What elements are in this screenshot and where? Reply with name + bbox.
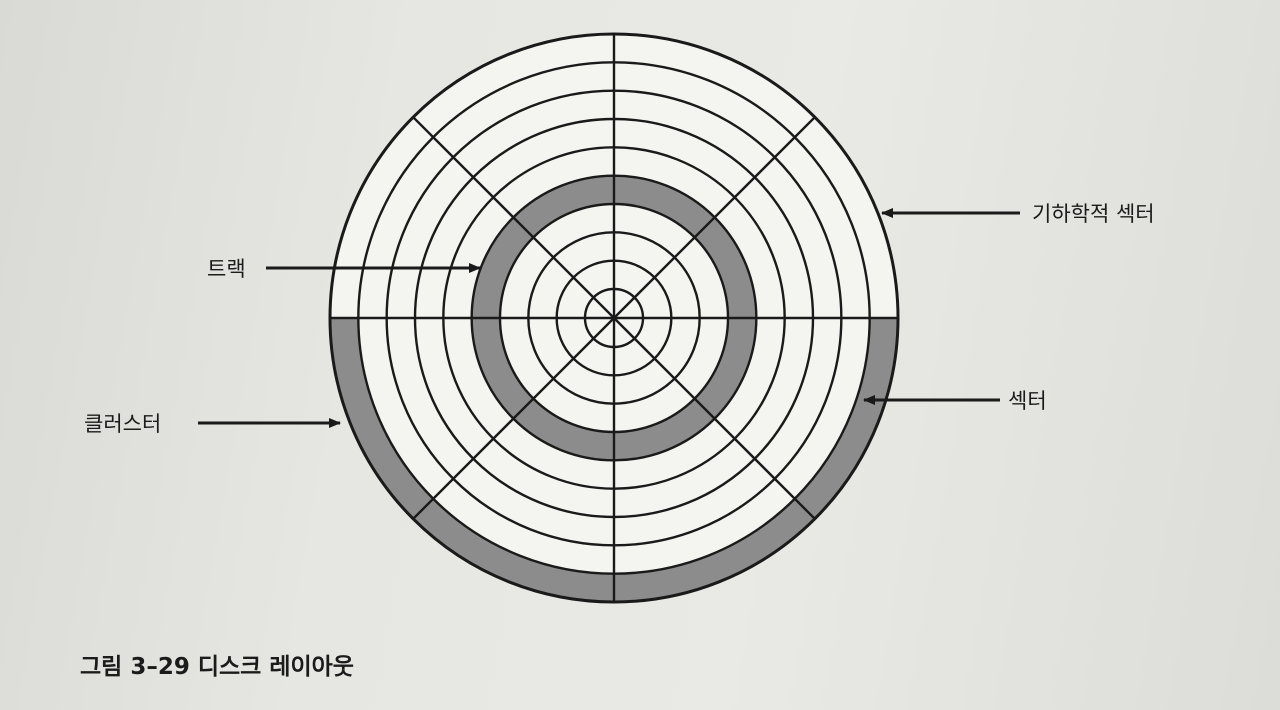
sector-line bbox=[412, 317, 615, 520]
sector-label: 섹터 bbox=[1008, 389, 1047, 413]
figure-caption: 그림 3–29 디스크 레이아웃 bbox=[80, 654, 354, 680]
geometric-sector-label: 기하학적 섹터 bbox=[1032, 202, 1155, 226]
disk-platter bbox=[328, 32, 900, 604]
track-label: 트랙 bbox=[207, 257, 246, 281]
sector-line bbox=[613, 116, 816, 319]
sector-line bbox=[412, 116, 615, 319]
sector-line bbox=[613, 317, 816, 520]
cluster-label: 클러스터 bbox=[84, 412, 161, 436]
